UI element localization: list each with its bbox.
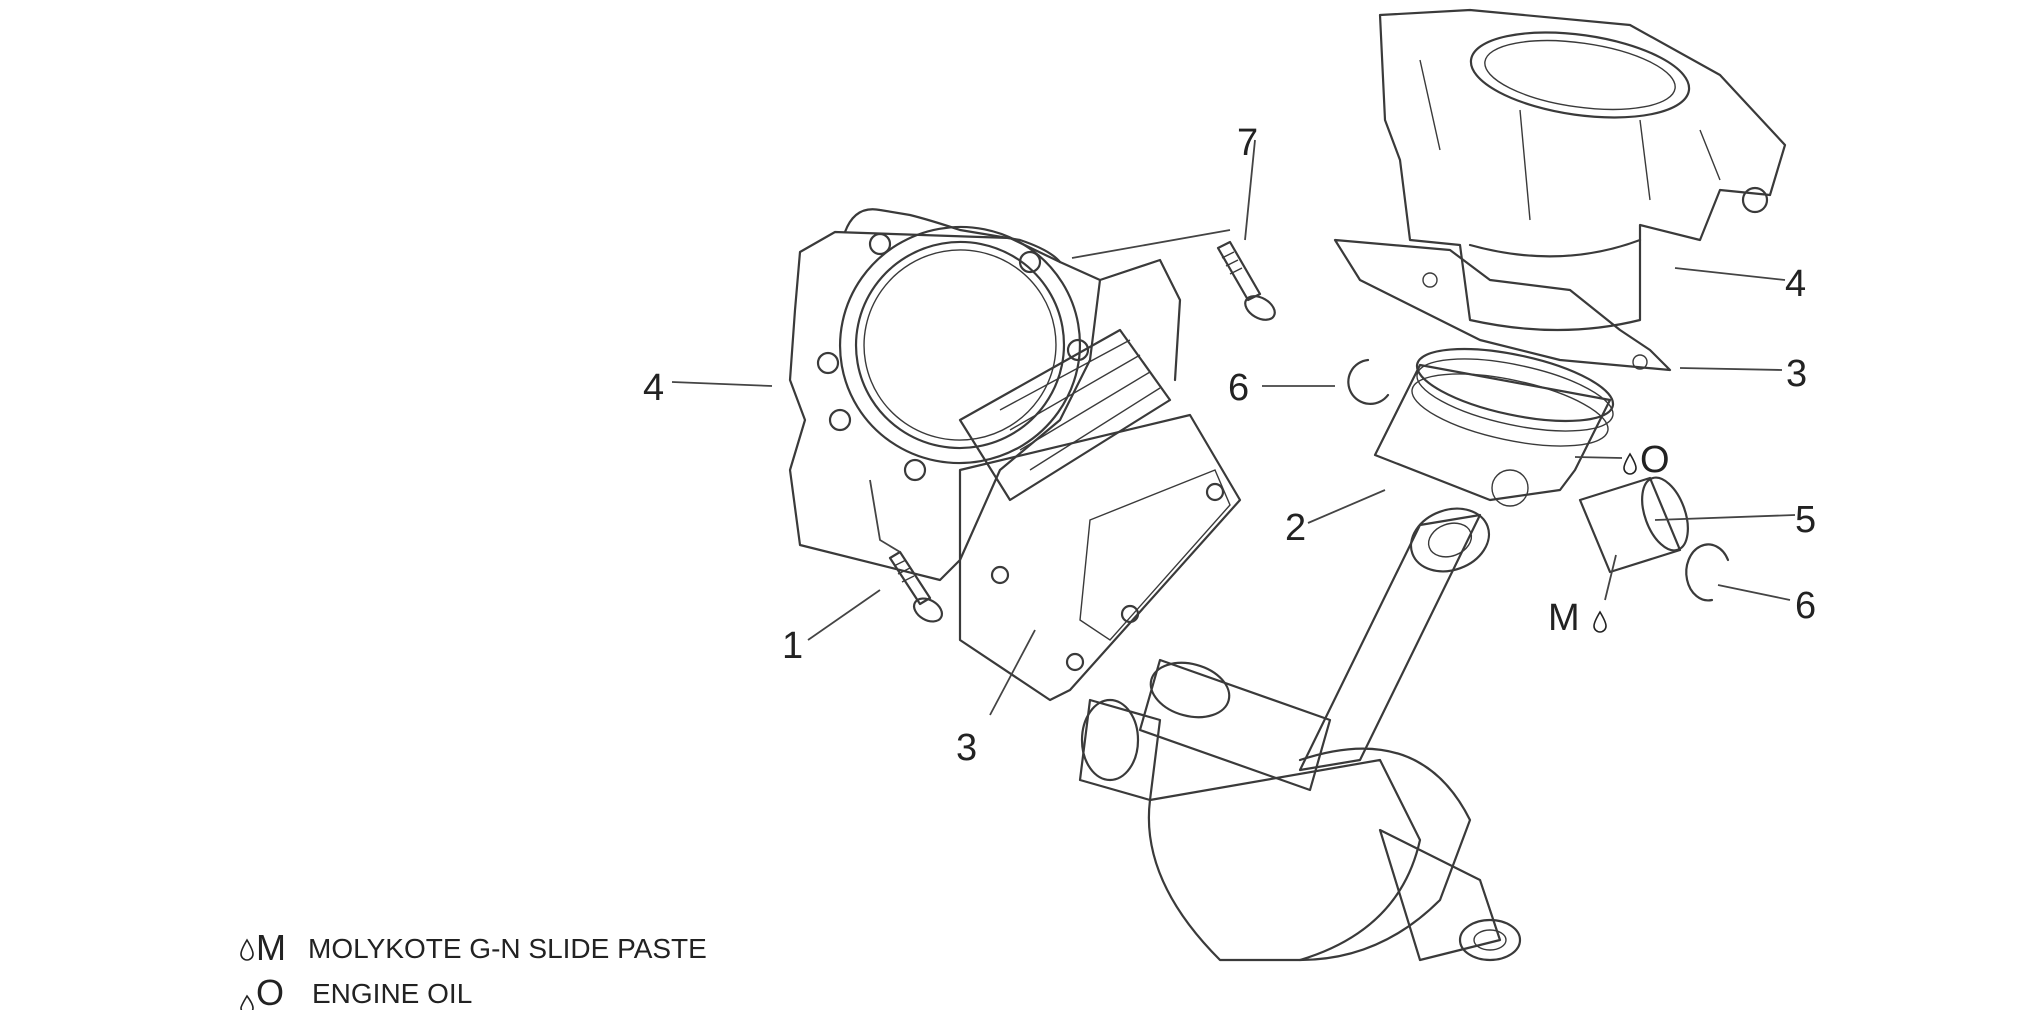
oil-drop-icon <box>1593 610 1607 633</box>
bolt-1 <box>888 550 944 623</box>
piston-oil-callout: O <box>1623 439 1670 481</box>
legend-text: ENGINE OIL <box>312 978 472 1009</box>
callout-4-cylinder-right: 4 <box>1785 263 1806 305</box>
callout-7: 7 <box>1237 122 1258 164</box>
oil-drop-icon <box>1623 452 1637 475</box>
rear-cylinder <box>1378 8 1787 332</box>
paste-code-m: M <box>1548 597 1580 639</box>
front-cylinder <box>788 208 1242 702</box>
callout-1: 1 <box>782 625 803 667</box>
callout-2: 2 <box>1285 507 1306 549</box>
leader-lines <box>671 139 1796 716</box>
callout-3-gasket-right: 3 <box>1786 353 1807 395</box>
oil-code-o: O <box>1640 439 1670 481</box>
piston <box>1373 347 1615 507</box>
legend-item-molykote: M MOLYKOTE G-N SLIDE PASTE <box>240 927 707 968</box>
pin-paste-callout: M <box>1548 597 1607 639</box>
crankshaft <box>1078 507 1522 962</box>
piston-pin <box>1578 476 1689 574</box>
legend: M MOLYKOTE G-N SLIDE PASTE O ENGINE OIL <box>240 927 707 1010</box>
callout-5: 5 <box>1795 499 1816 541</box>
callout-4-cylinder: 4 <box>643 367 664 409</box>
legend-code: M <box>256 927 286 968</box>
legend-code: O <box>256 972 284 1010</box>
legend-item-engine-oil: O ENGINE OIL <box>240 972 472 1010</box>
oil-drop-icon <box>240 938 254 961</box>
circlip-lower <box>1685 543 1730 602</box>
callout-6-circlip: 6 <box>1228 367 1249 409</box>
callout-3-gasket: 3 <box>956 727 977 769</box>
legend-text: MOLYKOTE G-N SLIDE PASTE <box>308 933 707 964</box>
circlip-upper <box>1347 358 1390 405</box>
rear-gasket <box>1333 238 1672 372</box>
screw-7 <box>1216 240 1276 321</box>
callout-6-circlip-lower: 6 <box>1795 585 1816 627</box>
oil-drop-icon <box>240 994 254 1010</box>
